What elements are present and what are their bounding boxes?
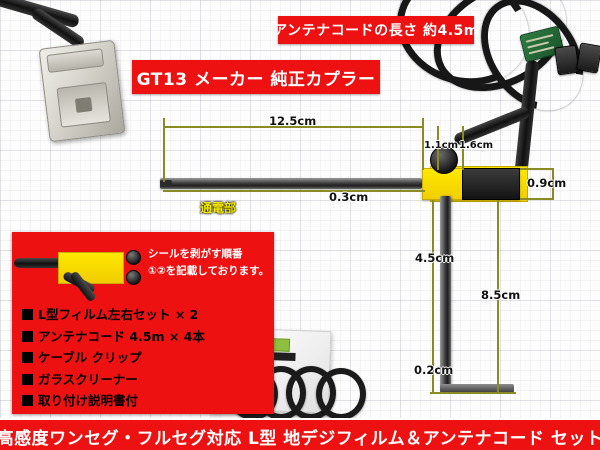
gt13-connector-photo <box>38 39 126 143</box>
bullet-icon <box>22 395 33 406</box>
vertical-antenna-strip <box>440 196 451 392</box>
dimension-12-5cm: 12.5cm <box>269 114 317 128</box>
cable-clip-photo <box>575 42 600 74</box>
bullet-icon <box>22 352 33 363</box>
conduct-part-label: 通電部 <box>200 201 237 215</box>
list-item-label: アンテナコード 4.5m × 4本 <box>38 328 205 344</box>
conduct-part-dash <box>203 206 229 209</box>
connector-latch <box>46 48 105 73</box>
bullet-icon <box>22 330 33 342</box>
dimension-4-5cm: 4.5cm <box>415 251 455 265</box>
dimension-line-strip-width <box>163 190 425 192</box>
dimension-tick <box>552 168 554 198</box>
dimension-line-pad-bottom <box>520 198 554 200</box>
dimension-tick <box>422 118 424 170</box>
antenna-strip-foot <box>440 384 514 393</box>
banner-product-title: 高感度ワンセグ・フルセグ対応 L型 地デジフィルム＆アンテナコード セット <box>0 418 600 450</box>
included-items-list: L型フィルム左右セット × 2 アンテナコード 4.5m × 4本 ケーブル ク… <box>22 304 272 412</box>
list-item: 取り付け説明書付 <box>22 390 272 412</box>
list-item-label: 取り付け説明書付 <box>38 393 139 408</box>
horizontal-antenna-strip <box>160 178 422 189</box>
list-item-label: ケーブル クリップ <box>38 350 142 365</box>
antenna-strip-tip <box>160 180 172 187</box>
list-item: L型フィルム左右セット × 2 <box>22 304 272 326</box>
list-item: アンテナコード 4.5m × 4本 <box>22 326 272 348</box>
connector-face <box>56 81 111 128</box>
banner-connector-type: GT13 メーカー 純正カプラー <box>132 60 380 94</box>
dimension-8-5cm: 8.5cm <box>481 288 521 302</box>
list-item-label: ガラスクリーナー <box>38 371 138 387</box>
inset-cable-photo <box>14 258 66 268</box>
seal-note-line-2: ①②を記載しております。 <box>148 265 270 277</box>
banner-cord-length: アンテナコードの長さ 約4.5m <box>273 16 478 44</box>
dimension-tick <box>437 126 439 170</box>
connector-pin <box>74 96 93 113</box>
seal-instruction-note: シールを剥がす順番 ①②を記載しております。 <box>148 246 274 280</box>
seal-note-line-1: シールを剥がす順番 <box>148 248 243 260</box>
list-item: ケーブル クリップ <box>22 347 272 369</box>
dimension-1-1cm: 1.1cm <box>424 140 459 151</box>
dimension-0-9cm: 0.9cm <box>527 176 567 190</box>
film-antenna-connector <box>430 146 458 174</box>
dimension-line-4-5 <box>432 200 434 392</box>
list-item: ガラスクリーナー <box>22 369 272 391</box>
list-item-label: L型フィルム左右セット × 2 <box>38 307 199 322</box>
dimension-line-foot <box>430 392 516 394</box>
seal-marker-1-icon <box>126 250 141 265</box>
dimension-0-2cm: 0.2cm <box>414 363 454 377</box>
dimension-tick <box>163 118 165 182</box>
dimension-1-6cm: 1.6cm <box>459 140 494 151</box>
dimension-line-8-5 <box>497 200 499 392</box>
cable-clip-photo <box>554 44 580 76</box>
bullet-icon <box>22 309 33 320</box>
bullet-icon <box>22 373 33 385</box>
dimension-line-main <box>163 126 423 128</box>
dimension-0-3cm: 0.3cm <box>329 190 369 204</box>
cable-clip-ring-photo <box>316 368 366 420</box>
dimension-line-pad-top <box>520 168 554 170</box>
dimension-tick <box>462 126 464 170</box>
seal-marker-2-icon <box>126 270 141 285</box>
film-pad-black-section <box>462 168 520 200</box>
